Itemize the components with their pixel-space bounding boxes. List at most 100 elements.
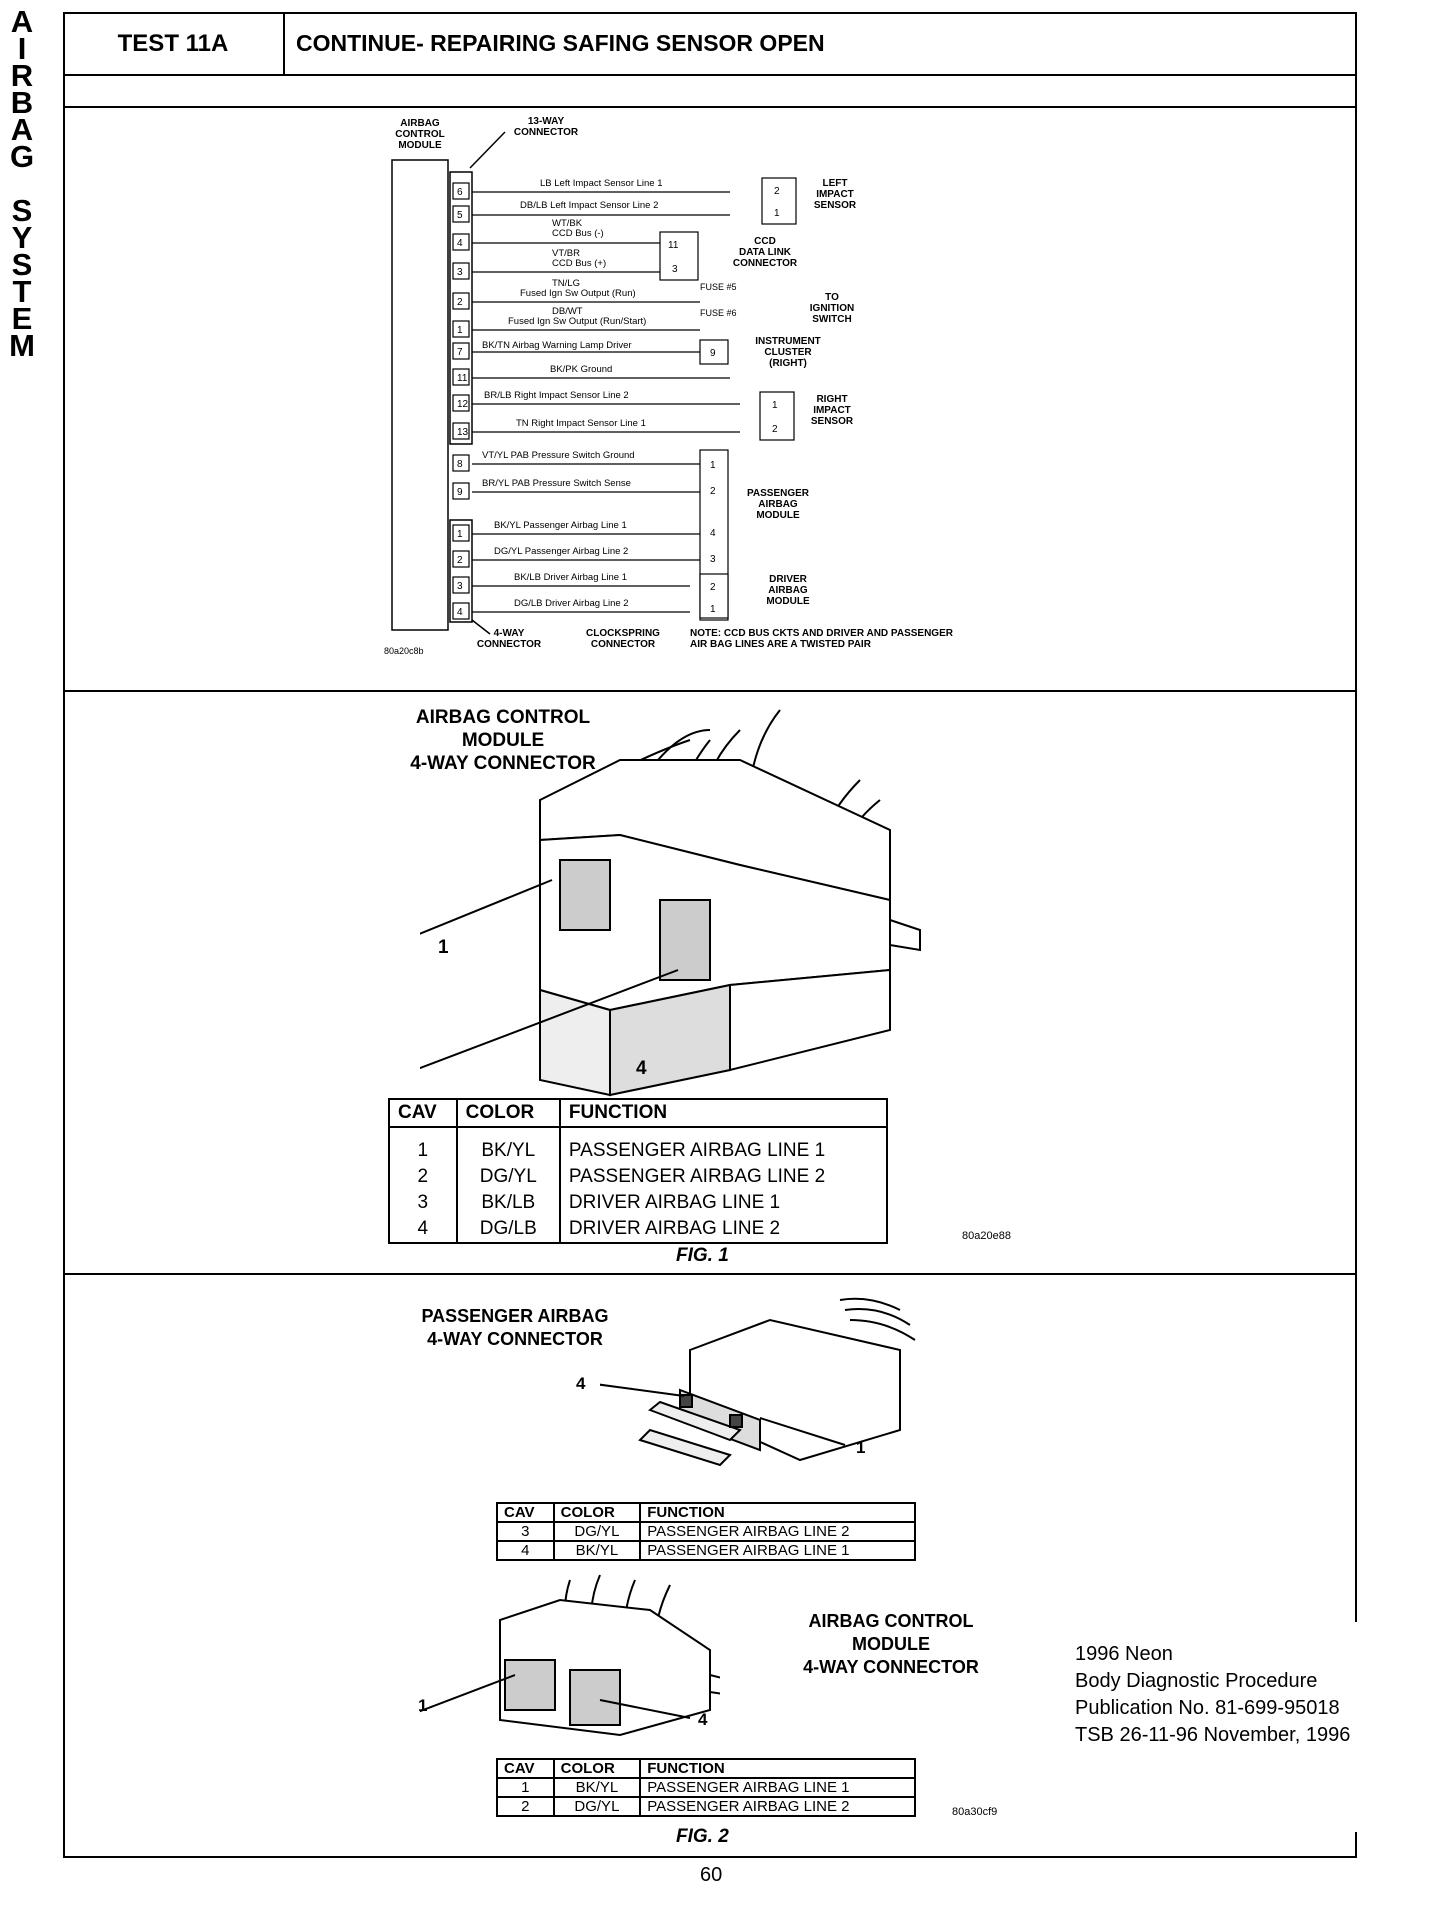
col-color: COLOR bbox=[455, 1098, 561, 1128]
pin-cell bbox=[452, 524, 470, 542]
pin-cell bbox=[452, 262, 470, 280]
divider bbox=[63, 74, 1357, 76]
pin-number: 4 bbox=[710, 528, 716, 539]
wire-label: VT/YL PAB Pressure Switch Ground bbox=[482, 450, 635, 461]
side-letter: A bbox=[10, 112, 34, 147]
side-letter: Y bbox=[11, 220, 33, 255]
fig1-caption: FIG. 1 bbox=[676, 1245, 729, 1266]
divider bbox=[63, 690, 1357, 692]
pin-number: 1 bbox=[710, 604, 716, 615]
fig1-table: CAV COLOR FUNCTION 1 BK/YL PASSENGER AIR… bbox=[388, 1098, 889, 1244]
fig2-pab-label: PASSENGER AIRBAG 4-WAY CONNECTOR bbox=[421, 1306, 609, 1349]
wire-label: BR/LB Right Impact Sensor Line 2 bbox=[484, 390, 629, 401]
wire-label: TN/LG bbox=[552, 278, 580, 289]
fig2-acm-label: AIRBAG CONTROL MODULE 4-WAY CONNECTOR bbox=[803, 1611, 979, 1677]
wire-label: BK/PK Ground bbox=[550, 364, 613, 375]
page-title: CONTINUE- REPAIRING SAFING SENSOR OPEN bbox=[296, 30, 825, 56]
fig1-connector-drawing bbox=[420, 709, 921, 1097]
table-row: 4 DG/LB DRIVER AIRBAG LINE 2 bbox=[388, 1216, 889, 1244]
fig1-label: AIRBAG CONTROL MODULE 4-WAY CONNECTOR bbox=[410, 707, 596, 774]
side-letter: G bbox=[9, 139, 35, 174]
pin-cell bbox=[452, 550, 470, 568]
fig2-acm-callout-1: 1 bbox=[418, 1696, 428, 1715]
side-letter: M bbox=[9, 328, 35, 363]
4way-label: 4-WAY CONNECTOR bbox=[476, 628, 542, 650]
pin-cell bbox=[452, 394, 470, 412]
13way-label: 13-WAY CONNECTOR bbox=[513, 116, 579, 138]
connector-4way bbox=[449, 519, 473, 623]
table-row: 1 BK/YL PASSENGER AIRBAG LINE 1 bbox=[388, 1127, 889, 1164]
side-letter: R bbox=[10, 58, 34, 93]
connector-box bbox=[761, 177, 797, 225]
pin-cell bbox=[452, 342, 470, 360]
divider bbox=[63, 106, 1357, 108]
fig1-image-code: 80a20e88 bbox=[962, 1230, 1011, 1242]
fuse6-label: FUSE #6 bbox=[700, 308, 737, 318]
wire-label: DG/LB Driver Airbag Line 2 bbox=[514, 598, 629, 609]
table-row: 3 BK/LB DRIVER AIRBAG LINE 1 bbox=[388, 1190, 889, 1216]
publication-info: 1996 Neon Body Diagnostic Procedure Publ… bbox=[1075, 1643, 1351, 1746]
fig2-pab-connector-drawing bbox=[600, 1297, 916, 1467]
pin-cell bbox=[452, 233, 470, 251]
pin-number: 2 bbox=[774, 186, 780, 197]
side-letter: S bbox=[11, 193, 33, 228]
pin-number: 12 bbox=[457, 399, 469, 410]
pab-label: PASSENGER AIRBAG MODULE bbox=[746, 488, 810, 521]
table-row: 2 DG/YL PASSENGER AIRBAG LINE 2 bbox=[388, 1164, 889, 1190]
pin-number: 2 bbox=[772, 424, 778, 435]
acm-label: AIRBAG CONTROL MODULE bbox=[395, 118, 445, 151]
wire-label: Fused Ign Sw Output (Run/Start) bbox=[508, 316, 647, 327]
connector-box bbox=[699, 339, 729, 365]
right-sensor-label: RIGHT IMPACT SENSOR bbox=[810, 394, 854, 427]
pin-number: 3 bbox=[710, 554, 716, 565]
wire-label: BK/YL Passenger Airbag Line 1 bbox=[494, 520, 627, 531]
wire-label: DB/WT bbox=[552, 306, 583, 317]
wire-label: BK/TN Airbag Warning Lamp Driver bbox=[482, 340, 632, 351]
pin-number: 1 bbox=[772, 400, 778, 411]
pin-number: 3 bbox=[457, 581, 463, 592]
pin-number: 11 bbox=[668, 240, 679, 251]
pin-number: 6 bbox=[457, 187, 463, 198]
pin-number: 5 bbox=[457, 210, 463, 221]
side-letter: B bbox=[10, 85, 34, 120]
wire-label: VT/BR bbox=[552, 248, 580, 259]
pin-number: 1 bbox=[774, 208, 780, 219]
schematic-note: NOTE: CCD BUS CKTS AND DRIVER AND PASSEN… bbox=[690, 628, 953, 650]
pin-cell bbox=[452, 482, 470, 500]
wire-label: DG/YL Passenger Airbag Line 2 bbox=[494, 546, 629, 557]
col-cav: CAV bbox=[496, 1502, 555, 1523]
fig2-pab-table: CAV COLOR FUNCTION 3 DG/YL PASSENGER AIR… bbox=[496, 1502, 916, 1561]
connector-13way bbox=[449, 171, 473, 445]
fig2-acm-connector-drawing bbox=[420, 1574, 720, 1737]
pin-cell bbox=[452, 454, 470, 472]
frame-gap bbox=[1355, 1622, 1359, 1832]
pin-number: 8 bbox=[457, 459, 463, 470]
connector-box bbox=[659, 231, 699, 281]
col-cav: CAV bbox=[496, 1758, 555, 1779]
page-frame bbox=[63, 12, 1357, 1858]
cluster-label: INSTRUMENT CLUSTER (RIGHT) bbox=[755, 336, 821, 369]
pin-number: 7 bbox=[457, 347, 463, 358]
pin-number: 13 bbox=[457, 427, 469, 438]
connector-box bbox=[759, 391, 795, 441]
fig2-caption: FIG. 2 bbox=[676, 1826, 729, 1847]
fig2-pab-callout-1: 1 bbox=[856, 1438, 866, 1457]
wire-label: CCD Bus (-) bbox=[552, 228, 604, 239]
pin-number: 4 bbox=[457, 607, 463, 618]
wire-label: BK/LB Driver Airbag Line 1 bbox=[514, 572, 628, 583]
divider bbox=[63, 1273, 1357, 1275]
pin-number: 9 bbox=[710, 348, 716, 359]
page-number: 60 bbox=[700, 1864, 723, 1886]
schematic-image-code: 80a20c8b bbox=[384, 646, 424, 656]
wire-label: WT/BK bbox=[552, 218, 583, 229]
pin-number: 3 bbox=[672, 264, 678, 275]
fig1-callout-4: 4 bbox=[636, 1058, 647, 1079]
col-function: FUNCTION bbox=[558, 1098, 889, 1128]
pin-number: 1 bbox=[710, 460, 716, 471]
pin-cell bbox=[452, 576, 470, 594]
ccd-label: CCD DATA LINK CONNECTOR bbox=[732, 236, 798, 269]
left-sensor-label: LEFT IMPACT SENSOR bbox=[813, 178, 857, 211]
driver-label: DRIVER AIRBAG MODULE bbox=[766, 574, 810, 607]
pin-number: 2 bbox=[457, 555, 463, 566]
